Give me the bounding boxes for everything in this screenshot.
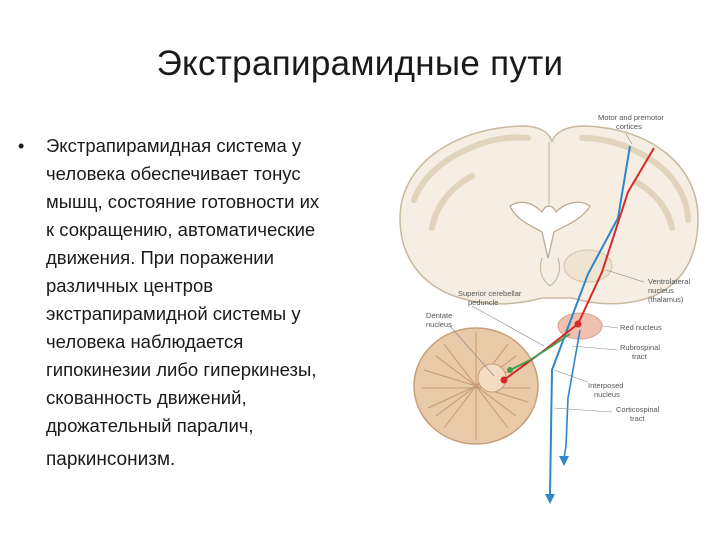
label-dentate-nucleus: nucleus [426, 320, 452, 329]
bullet-line: дрожательный паралич, [46, 415, 254, 436]
slide-title: Экстрапирамидные пути [156, 44, 564, 83]
label-corticospinal-tract: tract [630, 414, 646, 423]
dentate-dot [500, 376, 508, 384]
label-dentate-nucleus: Dentate [426, 311, 452, 320]
midline [539, 142, 561, 287]
diagram-svg: Motor and premotor cortices Ventrolatera… [399, 113, 699, 504]
bullet-line: гипокинезии либо гиперкинезы, [46, 359, 317, 380]
label-ventrolateral-nucleus: (thalamus) [648, 295, 684, 304]
bullet-list: • Экстрапирамидная система у человека об… [18, 132, 390, 474]
bullet-text: Экстрапирамидная система у человека обес… [46, 132, 390, 474]
cortex-gyri [411, 134, 691, 231]
bullet-marker: • [18, 136, 25, 156]
label-motor-cortex: Motor and premotor [598, 113, 664, 122]
corticospinal-tract-blue [549, 145, 631, 497]
label-interposed-nucleus: Interposed [588, 381, 623, 390]
label-superior-cerebellar-peduncle: Superior cerebellar [458, 289, 522, 298]
extrapyramidal-pathways-diagram: Motor and premotor cortices Ventrolatera… [392, 108, 710, 508]
bullet-line: человека наблюдается [46, 331, 244, 352]
bullet-line: к сокращению, автоматические [46, 219, 316, 240]
bullet-line: движения. При поражении [46, 247, 274, 268]
interposed-dot [507, 367, 513, 373]
red-nucleus-dot [574, 320, 582, 328]
interposed-green [509, 333, 571, 371]
bullet-line: различных центров [46, 275, 214, 296]
cerebellum-folia [422, 332, 530, 440]
ventricles [509, 201, 591, 259]
bullet-line: Экстрапирамидная система у [46, 135, 302, 156]
label-ventrolateral-nucleus: nucleus [648, 286, 674, 295]
label-ventrolateral-nucleus: Ventrolateral [648, 277, 690, 286]
bullet-line: паркинсонизм. [46, 449, 176, 470]
rubrospinal-arrowhead [559, 456, 569, 466]
leader-lines [449, 133, 645, 413]
label-motor-cortex: cortices [616, 122, 642, 131]
label-rubrospinal-tract: Rubrospinal [620, 343, 660, 352]
label-corticospinal-tract: Corticospinal [616, 405, 660, 414]
label-red-nucleus: Red nucleus [620, 323, 662, 332]
label-rubrospinal-tract: tract [632, 352, 648, 361]
bullet-line: человека обеспечивает тонус [46, 163, 301, 184]
label-interposed-nucleus: nucleus [594, 390, 620, 399]
corticospinal-arrowhead [545, 494, 555, 504]
bullet-line: мышц, состояние готовности их [46, 191, 320, 212]
bullet-line: скованность движений, [46, 387, 247, 408]
label-superior-cerebellar-peduncle: peduncle [468, 298, 498, 307]
bullet-line: экстрапирамидной системы у [46, 303, 301, 324]
rubrospinal-tract-blue [563, 329, 581, 459]
